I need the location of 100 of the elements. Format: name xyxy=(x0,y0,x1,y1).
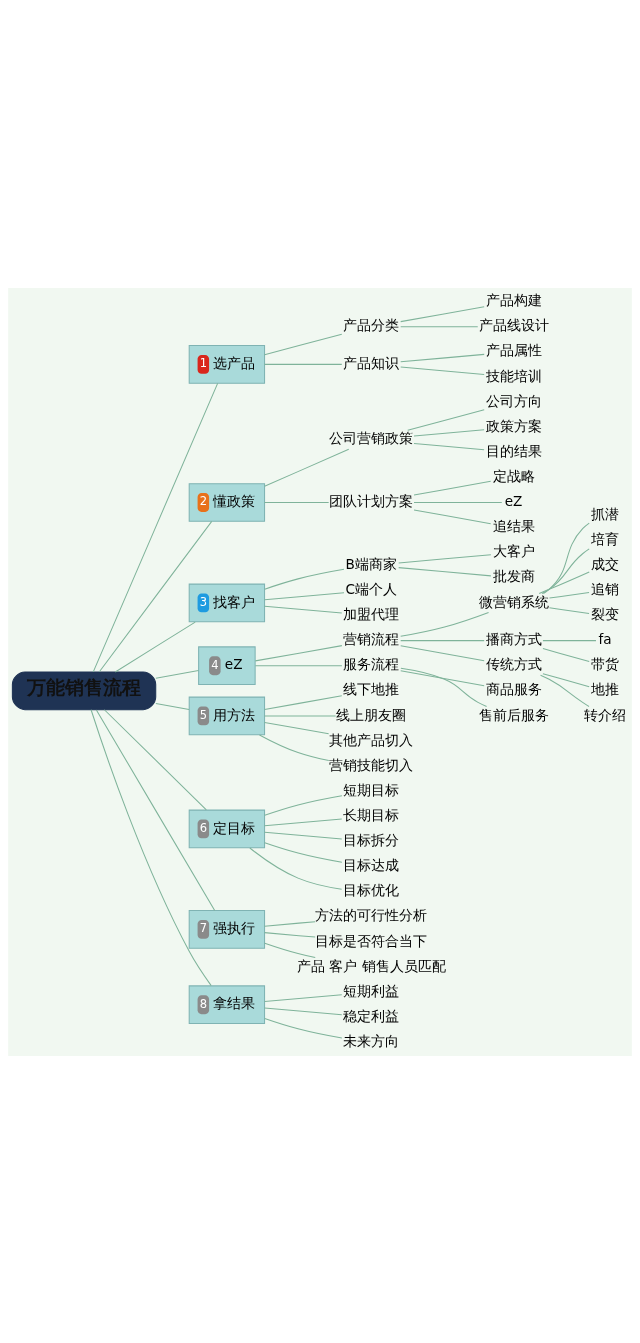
connector xyxy=(400,365,485,375)
node-text: 产品线设计 xyxy=(478,316,549,333)
connector xyxy=(264,831,343,839)
connector xyxy=(92,382,219,672)
connector xyxy=(254,664,343,666)
connector xyxy=(264,694,343,710)
node-text: 政策方案 xyxy=(485,417,542,434)
node-text: 追结果 xyxy=(492,517,535,534)
node-text: 地推 xyxy=(591,680,620,697)
connector xyxy=(264,591,345,600)
connector xyxy=(400,644,485,661)
connector xyxy=(548,591,590,599)
connector xyxy=(264,1006,343,1015)
connector xyxy=(254,644,343,661)
node-text: 产品知识 xyxy=(343,354,400,371)
connector xyxy=(264,714,337,716)
connector xyxy=(264,333,343,355)
connector xyxy=(264,501,330,503)
node-text: 团队计划方案 xyxy=(329,492,414,509)
node-text: 目标拆分 xyxy=(343,831,400,848)
node-text: 转介绍 xyxy=(584,706,627,722)
node-text: 培育 xyxy=(591,530,620,547)
connector xyxy=(264,931,316,938)
connector xyxy=(400,667,488,707)
connector xyxy=(264,993,343,1002)
connector xyxy=(413,442,485,450)
node-text: 批发商 xyxy=(492,567,535,584)
node-text: 长期目标 xyxy=(343,806,400,823)
node-text: 大客户 xyxy=(492,542,535,559)
connector xyxy=(400,305,485,322)
node-box: 万能销售流程 xyxy=(11,670,157,710)
node-text: 短期利益 xyxy=(343,982,400,999)
connector xyxy=(114,621,196,672)
connector xyxy=(538,570,590,594)
node-text: 微营销系统 xyxy=(478,593,549,609)
node-text: 技能培训 xyxy=(485,366,542,383)
node-text: 公司营销政策 xyxy=(329,429,414,446)
node-text: 未来方向 xyxy=(343,1032,400,1049)
node-text: 线下地推 xyxy=(343,680,400,697)
node-text: 裂变 xyxy=(591,605,620,622)
connector xyxy=(258,733,330,761)
node-text: 成交 xyxy=(591,555,620,572)
connector xyxy=(264,1017,343,1039)
node-text: 其他产品切入 xyxy=(329,731,414,748)
node-text: 产品构建 xyxy=(485,291,542,308)
node-text: 目的结果 xyxy=(485,442,542,459)
node-text: 方法的可行性分析 xyxy=(315,906,428,923)
node-text: 稳定利益 xyxy=(343,1007,400,1024)
node-text: 营销技能切入 xyxy=(329,756,414,773)
connector xyxy=(264,568,345,590)
connector xyxy=(264,794,343,816)
node-text: 目标是否符合当下 xyxy=(315,932,428,949)
node-text: 抓潜 xyxy=(591,505,620,522)
connector xyxy=(400,669,485,686)
node-box: 8 拿结果 xyxy=(188,984,266,1024)
connector xyxy=(264,942,316,958)
connector xyxy=(541,547,590,594)
connector xyxy=(264,363,343,365)
node-text: 售前后服务 xyxy=(478,706,549,722)
connector xyxy=(264,817,343,826)
node-text: 产品分类 xyxy=(343,316,400,333)
connector xyxy=(407,408,485,431)
node-text: 目标达成 xyxy=(343,856,400,873)
node-text: 追销 xyxy=(591,580,620,597)
node-text: 定战略 xyxy=(492,467,535,484)
node-text: 传统方式 xyxy=(485,655,542,672)
connector xyxy=(542,672,590,687)
connector xyxy=(413,480,492,496)
connector xyxy=(398,553,492,563)
connector xyxy=(540,674,590,707)
node-box: 6 定目标 xyxy=(188,809,266,848)
connector xyxy=(413,508,492,524)
connector xyxy=(155,702,190,710)
node-box: 7 强执行 xyxy=(188,909,266,949)
connector xyxy=(542,522,590,594)
node-text: 播商方式 xyxy=(485,630,542,647)
connector xyxy=(249,846,343,890)
node-text: 产品属性 xyxy=(485,341,542,358)
connector xyxy=(264,920,316,927)
node-box: 4 eZ xyxy=(198,645,256,685)
node-text: 产品 客户 销售人员匹配 xyxy=(296,957,446,974)
node-text: 营销流程 xyxy=(343,630,400,647)
node-text: eZ xyxy=(504,492,523,509)
connector xyxy=(400,325,479,327)
node-text: 商品服务 xyxy=(485,680,542,697)
node-text: 短期目标 xyxy=(343,781,400,798)
connector xyxy=(155,669,200,679)
node-box: 1 选产品 xyxy=(188,344,266,384)
connector xyxy=(413,428,485,436)
node-text: B端商家 xyxy=(345,555,397,572)
node-text: fa xyxy=(598,630,612,647)
connector xyxy=(264,721,330,734)
node-text: 带货 xyxy=(591,655,620,672)
connector xyxy=(413,501,503,503)
node-text: 服务流程 xyxy=(343,655,400,672)
node-box: 2 懂政策 xyxy=(188,482,266,522)
connector xyxy=(548,606,590,614)
connector xyxy=(542,647,590,662)
connector xyxy=(264,448,350,487)
node-text: 线上朋友圈 xyxy=(336,706,407,722)
